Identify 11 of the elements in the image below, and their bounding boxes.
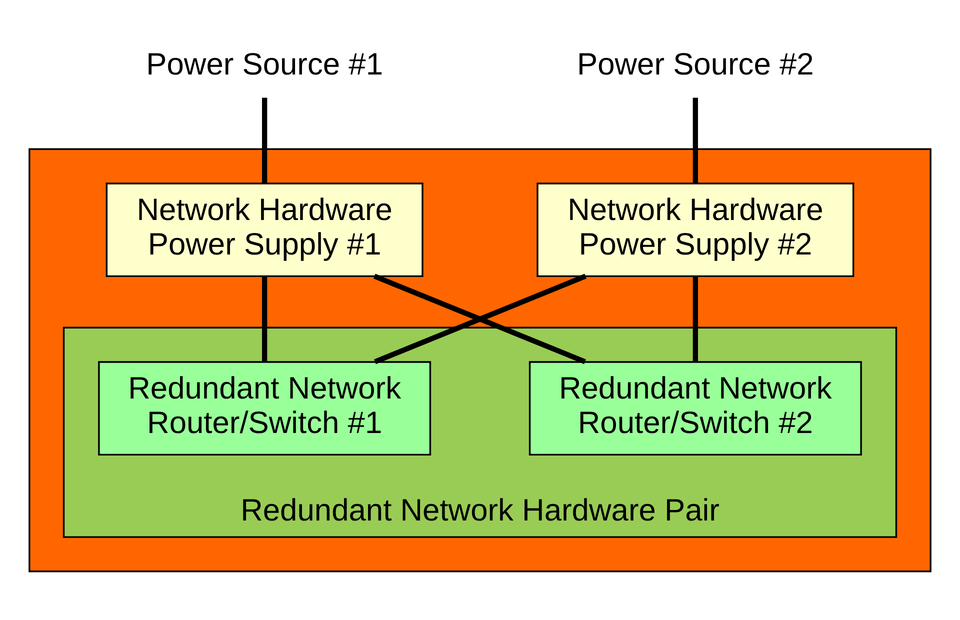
- node-box: Redundant Network Router/Switch #2: [528, 360, 862, 456]
- node-box: Network Hardware Power Supply #2: [536, 182, 854, 277]
- connector: [692, 276, 698, 361]
- connector: [262, 97, 268, 183]
- node-text: Power Source #1: [146, 46, 384, 81]
- node-box: Network Hardware Power Supply #1: [106, 182, 424, 277]
- connector: [262, 276, 268, 361]
- node-box: Redundant Network Router/Switch #1: [98, 360, 432, 456]
- cluster: [28, 148, 932, 572]
- node-text: Power Source #2: [576, 46, 814, 81]
- connector: [692, 97, 698, 183]
